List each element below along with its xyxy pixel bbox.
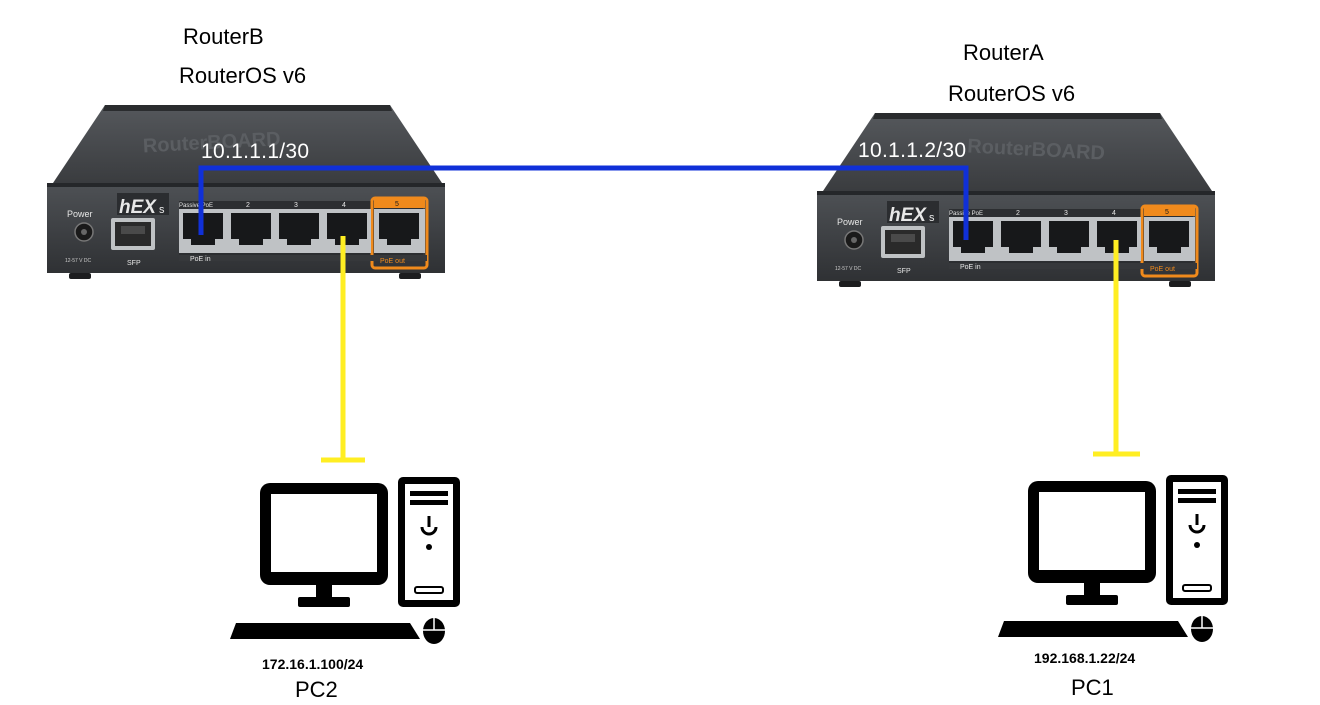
pc1-ip: 192.168.1.22/24 — [1034, 650, 1136, 666]
router-a-poe-out-label: PoE out — [1150, 266, 1175, 273]
router-a-device: RouterBOARD Power 12-57 V DC hEX s SFP P… — [815, 111, 1217, 289]
router-a-sfp-label: SFP — [897, 268, 911, 275]
lan-link-pc1 — [1093, 240, 1140, 457]
router-a-dc-label: 12-57 V DC — [835, 266, 862, 272]
router-a-os: RouterOS v6 — [948, 81, 1076, 106]
router-b-name: RouterB — [183, 24, 264, 49]
pc1-computer-icon — [996, 473, 1230, 644]
router-b-sfp-label: SFP — [127, 260, 141, 267]
router-a-ip: 10.1.1.2/30 — [858, 139, 967, 162]
lan-link-pc2 — [321, 236, 365, 463]
router-a-poe-in-label: PoE in — [960, 264, 981, 271]
router-a-name: RouterA — [963, 40, 1044, 65]
router-b-port-3: 3 — [294, 202, 298, 209]
router-b-dc-label: 12-57 V DC — [65, 258, 92, 264]
router-b-port-4: 4 — [342, 202, 346, 209]
router-a-model-suffix: s — [929, 212, 935, 224]
wan-link-line — [198, 165, 969, 240]
router-b-poe-out-label: PoE out — [380, 258, 405, 265]
pc2-ip: 172.16.1.100/24 — [262, 656, 364, 672]
router-b-os: RouterOS v6 — [179, 63, 307, 88]
router-a-port-2: 2 — [1016, 210, 1020, 217]
router-b-ip: 10.1.1.1/30 — [201, 140, 310, 163]
router-b-power-label: Power — [67, 209, 93, 219]
router-b-port-5: 5 — [395, 201, 399, 208]
router-b-model-suffix: s — [159, 204, 165, 216]
router-b-poe-in-label: PoE in — [190, 256, 211, 263]
router-a-model-badge: hEX — [889, 205, 927, 226]
pc1-name: PC1 — [1071, 675, 1114, 700]
router-b-port-2: 2 — [246, 202, 250, 209]
pc2-computer-icon — [228, 475, 462, 646]
router-a-power-label: Power — [837, 217, 863, 227]
router-a-port-4: 4 — [1112, 210, 1116, 217]
router-b-model-badge: hEX — [119, 197, 157, 218]
router-b-device: RouterBOARD Power 12-57 V DC hEX s SFP P… — [45, 103, 447, 281]
router-a-port-5: 5 — [1165, 209, 1169, 216]
pc2-name: PC2 — [295, 677, 338, 702]
router-b-passive-label: Passive PoE — [179, 203, 213, 209]
router-a-port-3: 3 — [1064, 210, 1068, 217]
